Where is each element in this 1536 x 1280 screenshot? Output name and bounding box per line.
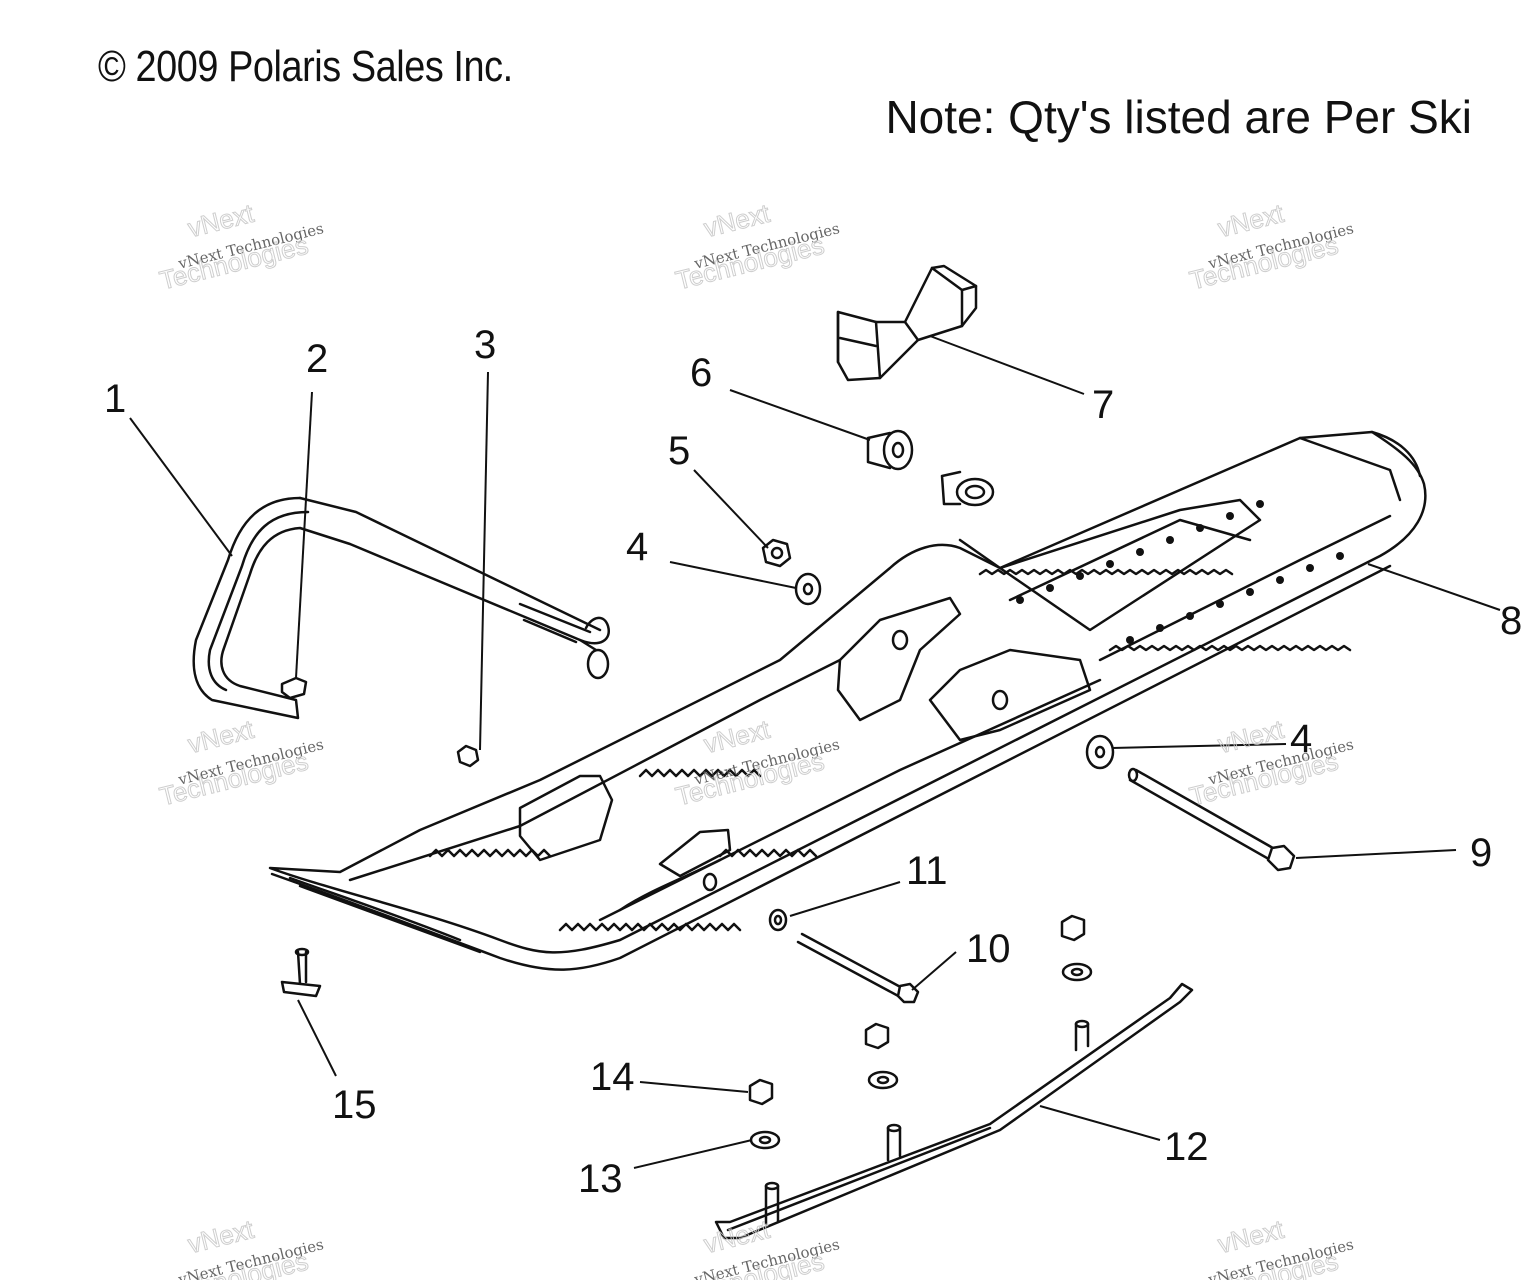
callout-2: 2 xyxy=(306,337,328,381)
callout-8: 8 xyxy=(1500,599,1522,643)
washer-11 xyxy=(768,908,788,932)
leader-6 xyxy=(729,389,871,441)
callout-4-second: 4 xyxy=(1290,717,1312,761)
watermark-big-2: Technologies xyxy=(157,230,312,296)
leader-5 xyxy=(693,469,769,549)
watermark-big-2: Technologies xyxy=(1187,746,1342,812)
washer-13 xyxy=(749,962,1093,1150)
callout-labels: 1 2 3 4 5 6 7 8 9 10 11 12 13 14 15 4 xyxy=(104,323,1522,1201)
watermark-big-2: Technologies xyxy=(673,230,828,296)
watermark-big-1: vNext xyxy=(1215,1214,1287,1259)
bolt-10 xyxy=(796,932,920,1004)
wear-bar-runner xyxy=(714,982,1194,1240)
callout-4: 4 xyxy=(626,525,648,569)
watermark-big-1: vNext xyxy=(185,198,257,243)
callout-9: 9 xyxy=(1470,831,1492,875)
ski-loop-handle xyxy=(192,496,611,720)
nut-3 xyxy=(456,744,480,768)
watermark-big-1: vNext xyxy=(701,198,773,243)
lock-nut-5 xyxy=(761,538,792,568)
lock-nut-14 xyxy=(748,914,1086,1106)
watermark-big-1: vNext xyxy=(1215,198,1287,243)
callout-11: 11 xyxy=(906,849,948,893)
quantity-note: Note: Qty's listed are Per Ski xyxy=(885,91,1472,143)
watermark-big-2: Technologies xyxy=(1187,230,1342,296)
callout-15: 15 xyxy=(332,1083,377,1127)
leader-9 xyxy=(1295,849,1457,859)
ski-body xyxy=(268,430,1427,971)
leader-10 xyxy=(911,951,957,991)
copyright-text: © 2009 Polaris Sales Inc. xyxy=(98,42,513,91)
callout-12: 12 xyxy=(1164,1125,1209,1169)
leader-1 xyxy=(129,417,233,557)
leader-lines xyxy=(129,335,1501,1169)
ski-insert-2 xyxy=(280,676,308,700)
leader-4b xyxy=(1111,743,1287,749)
leader-11 xyxy=(789,881,901,917)
leader-4a xyxy=(669,561,797,589)
watermark-big-1: vNext xyxy=(185,714,257,759)
callout-5: 5 xyxy=(668,429,690,473)
leader-15 xyxy=(297,999,337,1077)
leader-13 xyxy=(633,1139,753,1169)
callout-10: 10 xyxy=(966,927,1011,971)
ski-bolt-9 xyxy=(1127,767,1296,872)
watermark-big-1: vNext xyxy=(185,1214,257,1259)
watermark-big-2: Technologies xyxy=(157,746,312,812)
callout-3: 3 xyxy=(474,323,496,367)
callout-7: 7 xyxy=(1092,383,1114,427)
callout-1: 1 xyxy=(104,377,126,421)
leader-14 xyxy=(639,1081,749,1093)
screw-15 xyxy=(280,947,322,998)
washer-part xyxy=(794,572,1115,770)
callout-6: 6 xyxy=(690,351,712,395)
leader-8 xyxy=(1367,563,1501,611)
leader-3 xyxy=(479,371,489,751)
leader-7 xyxy=(929,335,1085,395)
callout-14: 14 xyxy=(590,1055,635,1099)
watermark-big-1: vNext xyxy=(1215,714,1287,759)
callout-13: 13 xyxy=(578,1157,623,1201)
watermark-big-1: vNext xyxy=(701,1214,773,1259)
ski-saddle-part xyxy=(836,264,978,382)
flanged-bushing-part xyxy=(866,429,995,507)
leader-2 xyxy=(295,391,313,679)
leader-12 xyxy=(1039,1105,1161,1141)
